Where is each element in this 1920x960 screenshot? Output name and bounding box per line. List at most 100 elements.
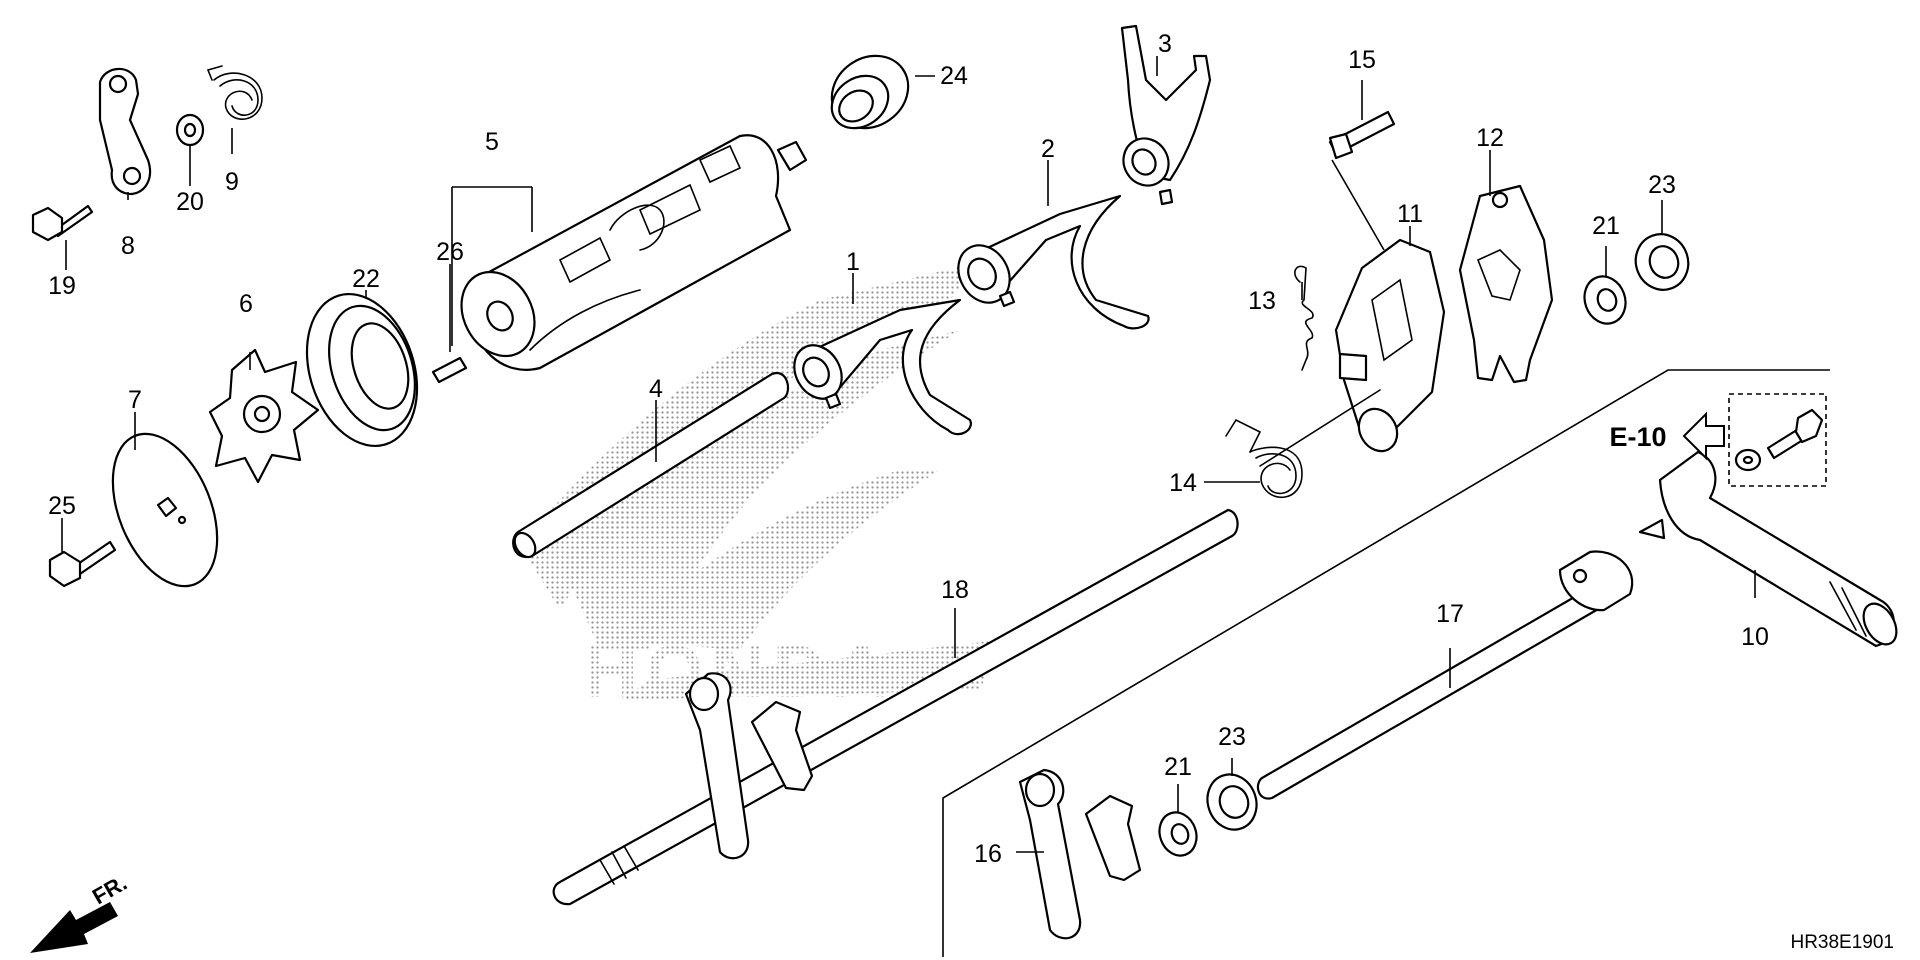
callout-8: 8	[121, 232, 135, 260]
part-4-shaft-shape	[513, 531, 537, 559]
part-17-shaft-shape	[1256, 586, 1608, 800]
callout-16: 16	[974, 840, 1002, 868]
part-16-shift-arm-shape	[1018, 768, 1082, 940]
reference-bolt-box	[1728, 393, 1827, 487]
part-23-bearing-bottom	[1206, 773, 1258, 831]
callout-21-top: 21	[1592, 212, 1620, 240]
part-26-pin	[431, 356, 468, 384]
part-24-bearing	[830, 54, 910, 130]
part-6-drum-star	[208, 348, 320, 484]
part-18-shift-shaft-shape	[688, 676, 720, 712]
part-9-spring-shape	[213, 72, 263, 120]
callout-2: 2	[1041, 135, 1055, 163]
part-11-guide-plate	[1334, 238, 1446, 453]
part-9-spring-shape	[206, 65, 223, 81]
honda-wing-watermark: HONDA	[520, 262, 1000, 713]
part-20-washer-shape	[183, 122, 197, 138]
callout-23-top: 23	[1648, 171, 1676, 199]
callout-numbers: 1 2 3 4 5 6 7 8 9 10 11 12 13 14 15 16 1…	[48, 30, 1769, 868]
subassembly-boundary	[942, 369, 1830, 957]
callout-21-bottom: 21	[1164, 753, 1192, 781]
part-5-shift-drum-shape	[486, 300, 514, 332]
leader-5	[451, 186, 533, 346]
part-15-stud-bolt	[1328, 110, 1396, 160]
part-24-bearing-shape	[838, 89, 874, 123]
part-6-drum-star-shape	[253, 405, 271, 423]
part-15-stud-bolt-shape	[1328, 132, 1354, 160]
part-23-bearing-top-shape	[1648, 245, 1680, 279]
part-26-pin-shape	[431, 356, 468, 384]
callout-10: 10	[1741, 623, 1769, 651]
part-22-bearing-shape	[350, 322, 410, 410]
callout-18: 18	[941, 576, 969, 604]
part-12-cam-plate-shape	[1458, 184, 1554, 384]
part-14-spring	[1225, 389, 1381, 498]
part-1-shift-fork	[793, 298, 972, 436]
part-21-washer-top	[1583, 275, 1627, 325]
e10-reference-bolt	[1734, 408, 1824, 472]
part-3-shift-fork-shape	[1158, 188, 1174, 206]
honda-wing-watermark-shape	[560, 330, 960, 650]
watermark-text: HONDA	[584, 630, 895, 713]
part-12-cam-plate-shape	[1476, 249, 1521, 301]
callout-12: 12	[1476, 124, 1504, 152]
part-25-bolt-shape	[48, 550, 82, 588]
part-17-shaft	[1256, 550, 1634, 800]
part-5-shift-drum-shape	[638, 183, 702, 236]
part-18-shift-shaft	[552, 508, 1239, 906]
part-18-shift-shaft-shape	[750, 700, 814, 792]
part-10-shift-shaft-shape	[1862, 602, 1898, 646]
part-17-shaft-shape	[1572, 568, 1588, 584]
reference-label: E-10	[1609, 422, 1666, 452]
part-11-guide-plate-shape	[1371, 278, 1413, 362]
callout-4: 4	[649, 375, 663, 403]
honda-wing-watermark-shape	[520, 262, 980, 610]
part-1-shift-fork-shape	[798, 298, 972, 436]
part-16-shift-arm-shape	[1084, 794, 1142, 882]
part-8-stopper-arm	[98, 67, 152, 196]
callout-25: 25	[48, 492, 76, 520]
part-18-shift-shaft-shape	[599, 845, 639, 885]
callout-3: 3	[1158, 30, 1172, 58]
callout-5: 5	[485, 128, 499, 156]
fr-direction-arrow-icon: FR.	[30, 870, 131, 953]
callout-24: 24	[940, 62, 968, 90]
part-13-spring	[1294, 265, 1314, 371]
part-7-plate-shape	[156, 496, 178, 518]
part-10-shift-shaft-shape	[1658, 450, 1895, 648]
part-23-bearing-top	[1634, 233, 1690, 291]
part-11-guide-plate-shape	[1338, 352, 1368, 382]
part-5-shift-drum-shape	[698, 144, 742, 184]
callout-20: 20	[176, 188, 204, 216]
part-10-shift-shaft-shape	[1638, 518, 1666, 540]
callout-26: 26	[436, 238, 464, 266]
fr-label: FR.	[88, 870, 131, 909]
part-17-shaft-shape	[1558, 550, 1634, 612]
callout-14: 14	[1169, 469, 1197, 497]
part-5-shift-drum	[460, 134, 808, 371]
callout-1: 1	[846, 248, 860, 276]
part-1-shift-fork-shape	[824, 392, 842, 410]
part-16-shift-arm	[1018, 768, 1142, 940]
part-1-shift-fork-shape	[802, 356, 830, 388]
part-18-shift-shaft-shape	[684, 672, 750, 860]
part-3-shift-fork-shape	[1131, 148, 1157, 176]
part-5-shift-drum-shape	[609, 204, 665, 251]
part-8-stopper-arm-shape	[108, 74, 128, 94]
callout-23-bottom: 23	[1218, 723, 1246, 751]
part-12-cam-plate	[1458, 184, 1554, 384]
part-5-shift-drum-shape	[529, 289, 641, 351]
part-11-guide-plate-shape	[1334, 238, 1446, 434]
part-21-washer-bottom-shape	[1170, 823, 1190, 845]
callout-7: 7	[128, 386, 142, 414]
part-5-shift-drum-shape	[776, 140, 808, 172]
part-12-cam-plate-shape	[1491, 191, 1509, 209]
part-19-bolt	[31, 204, 94, 242]
part-8-stopper-arm-shape	[98, 67, 152, 196]
part-4-shaft	[512, 371, 790, 559]
part-21-washer-top-shape	[1596, 288, 1618, 312]
part-13-spring-shape	[1294, 265, 1314, 371]
part-14-spring-shape	[1255, 452, 1297, 495]
